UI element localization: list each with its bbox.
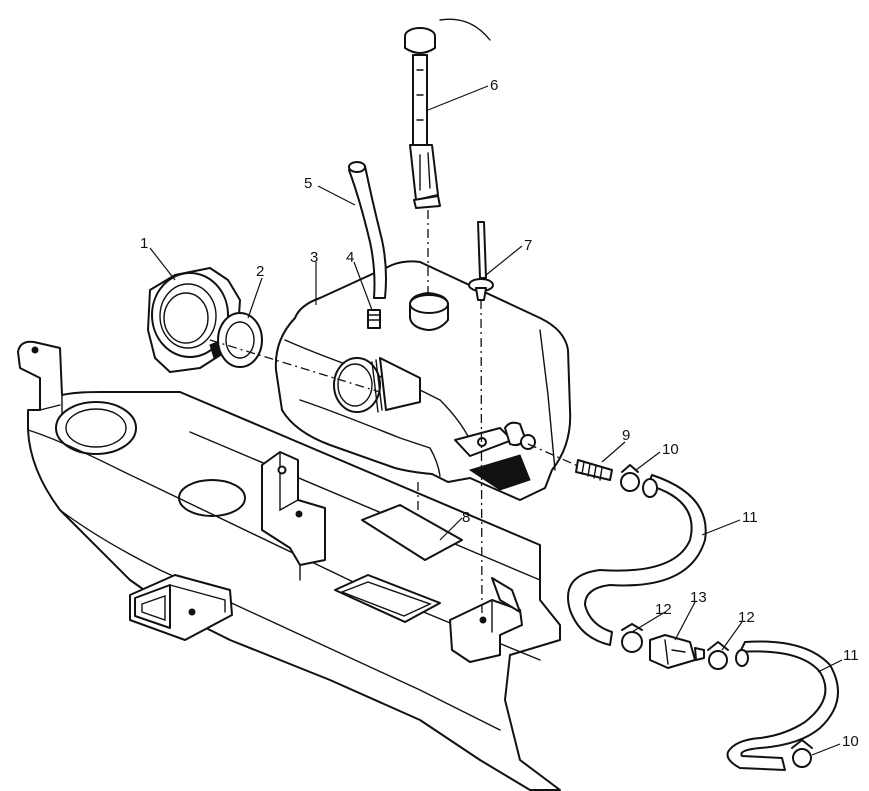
hose-clamp-lower xyxy=(791,739,813,768)
callout-4: 4 xyxy=(346,249,354,266)
callout-7: 7 xyxy=(524,237,532,254)
callout-1: 1 xyxy=(140,235,148,252)
callout-labels: 1 2 3 4 5 6 7 8 9 10 11 12 13 12 11 10 xyxy=(140,77,859,750)
cap-gasket xyxy=(217,312,263,368)
fuel-hose-lower xyxy=(726,640,839,771)
callout-8: 8 xyxy=(462,509,470,526)
callout-2: 2 xyxy=(256,263,264,280)
fuel-cap xyxy=(147,267,241,373)
callout-6: 6 xyxy=(490,77,498,94)
mounting-pin xyxy=(468,221,494,301)
hose-clamp-upper xyxy=(620,464,640,492)
callout-12-right: 12 xyxy=(738,609,755,626)
frame-chassis xyxy=(17,340,561,791)
fuel-gauge xyxy=(404,18,491,209)
outlet-fitting xyxy=(575,459,613,481)
callout-10-upper: 10 xyxy=(662,441,679,458)
callout-11-upper: 11 xyxy=(742,509,758,526)
tank-pad xyxy=(361,504,463,561)
callout-12-left: 12 xyxy=(655,601,672,618)
callout-5: 5 xyxy=(304,175,312,192)
fuel-tank xyxy=(274,260,572,501)
hose-clamp-right xyxy=(707,641,729,670)
assembly-line-pin xyxy=(480,299,483,621)
assembly-line-outlet xyxy=(527,443,579,467)
callout-11-lower: 11 xyxy=(843,647,859,664)
leader-lines xyxy=(149,85,843,756)
callout-9: 9 xyxy=(622,427,630,444)
fuel-hose-upper xyxy=(567,474,707,646)
fuel-filter xyxy=(649,634,705,669)
callout-13: 13 xyxy=(690,589,707,606)
callout-10-lower: 10 xyxy=(842,733,859,750)
callout-3: 3 xyxy=(310,249,318,266)
